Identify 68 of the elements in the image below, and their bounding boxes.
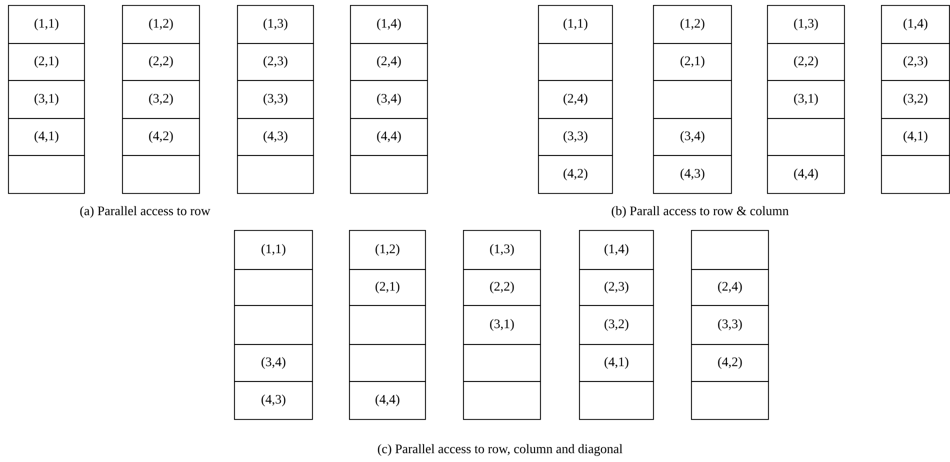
memory-cell: (3,4) [234, 344, 313, 382]
memory-cell: (4,2) [122, 118, 200, 156]
memory-cell: (3,3) [538, 118, 613, 156]
caption: (b) Parall access to row & column [612, 206, 789, 218]
memory-cell: (4,3) [234, 381, 313, 420]
memory-cell: (1,3) [237, 5, 314, 44]
memory-cell: (1,1) [234, 230, 313, 270]
memory-cell: (2,1) [653, 43, 732, 81]
memory-cell: (1,4) [350, 5, 428, 44]
memory-cell: (4,4) [350, 118, 428, 156]
memory-cell [463, 381, 541, 420]
memory-cell: (3,1) [463, 305, 541, 345]
memory-cell: (2,4) [691, 269, 769, 306]
memory-cell: (1,1) [538, 5, 613, 44]
caption: (a) Parallel access to row [80, 206, 210, 218]
memory-cell: (1,4) [579, 230, 654, 270]
memory-cell: (1,3) [767, 5, 845, 44]
memory-cell [691, 230, 769, 270]
memory-cell: (1,4) [881, 5, 950, 44]
memory-cell: (4,1) [881, 118, 950, 156]
memory-cell [234, 305, 313, 345]
memory-cell: (2,3) [881, 43, 950, 81]
memory-cell: (4,2) [691, 344, 769, 382]
memory-cell: (2,1) [349, 269, 426, 306]
memory-cell [653, 80, 732, 119]
memory-cell: (3,3) [237, 80, 314, 119]
memory-cell: (4,4) [349, 381, 426, 420]
memory-cell [538, 43, 613, 81]
memory-cell: (4,1) [8, 118, 85, 156]
caption: (c) Parallel access to row, column and diagonal [378, 444, 622, 456]
memory-cell: (1,1) [8, 5, 85, 44]
memory-cell [579, 381, 654, 420]
memory-cell: (3,4) [653, 118, 732, 156]
memory-cell: (4,1) [579, 344, 654, 382]
memory-cell [349, 305, 426, 345]
memory-cell: (4,3) [653, 155, 732, 194]
memory-cell [122, 155, 200, 194]
memory-cell: (4,3) [237, 118, 314, 156]
memory-cell: (1,2) [653, 5, 732, 44]
memory-cell: (1,2) [349, 230, 426, 270]
memory-cell: (2,2) [122, 43, 200, 81]
memory-cell: (3,4) [350, 80, 428, 119]
memory-cell: (2,2) [463, 269, 541, 306]
memory-cell: (2,3) [237, 43, 314, 81]
memory-cell [691, 381, 769, 420]
memory-cell: (3,2) [579, 305, 654, 345]
memory-cell: (4,4) [767, 155, 845, 194]
memory-cell: (2,2) [767, 43, 845, 81]
memory-cell [881, 155, 950, 194]
memory-cell: (2,4) [350, 43, 428, 81]
memory-cell: (2,3) [579, 269, 654, 306]
memory-cell [463, 344, 541, 382]
memory-cell: (1,2) [122, 5, 200, 44]
memory-cell: (2,4) [538, 80, 613, 119]
memory-cell: (3,1) [767, 80, 845, 119]
memory-cell [237, 155, 314, 194]
memory-cell [234, 269, 313, 306]
memory-cell: (3,3) [691, 305, 769, 345]
memory-cell: (3,1) [8, 80, 85, 119]
memory-cell [350, 155, 428, 194]
memory-cell: (3,2) [122, 80, 200, 119]
memory-cell: (2,1) [8, 43, 85, 81]
memory-cell [767, 118, 845, 156]
memory-cell: (4,2) [538, 155, 613, 194]
memory-cell: (3,2) [881, 80, 950, 119]
memory-cell: (1,3) [463, 230, 541, 270]
memory-cell [8, 155, 85, 194]
memory-cell [349, 344, 426, 382]
